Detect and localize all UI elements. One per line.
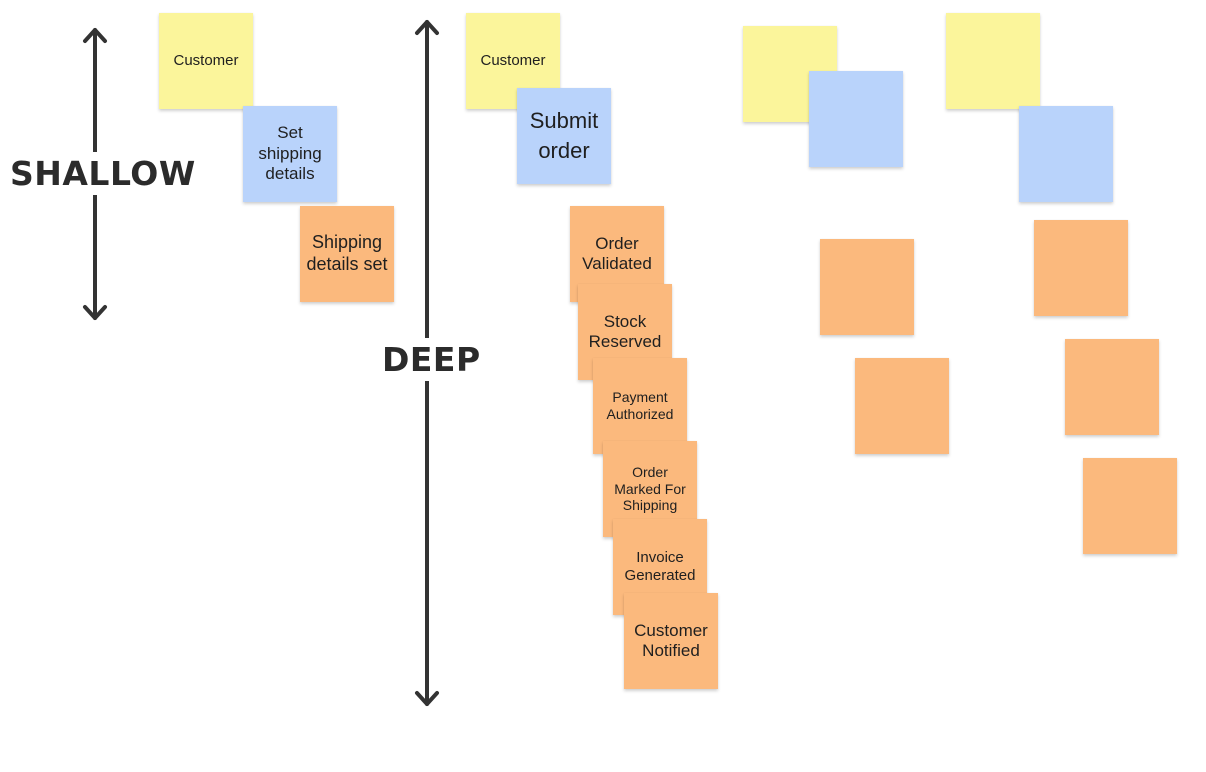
event-sticky-shipping-details-set[interactable]: Shipping details set [300, 206, 394, 302]
blank-event-sticky[interactable] [855, 358, 949, 454]
blank-command-sticky[interactable] [809, 71, 903, 167]
blank-event-sticky[interactable] [1034, 220, 1128, 316]
blank-actor-sticky[interactable] [946, 13, 1040, 109]
event-sticky-payment-authorized[interactable]: Payment Authorized [593, 358, 687, 454]
shallow-label: SHALLOW [8, 152, 198, 195]
blank-event-sticky[interactable] [820, 239, 914, 335]
blank-event-sticky[interactable] [1083, 458, 1177, 554]
command-sticky-set-shipping-details[interactable]: Set shipping details [243, 106, 337, 202]
actor-sticky-customer[interactable]: Customer [159, 13, 253, 109]
event-sticky-customer-notified[interactable]: Customer Notified [624, 593, 718, 689]
blank-event-sticky[interactable] [1065, 339, 1159, 435]
command-sticky-submit-order[interactable]: Submit order [517, 88, 611, 184]
deep-label: DEEP [380, 338, 483, 381]
blank-command-sticky[interactable] [1019, 106, 1113, 202]
